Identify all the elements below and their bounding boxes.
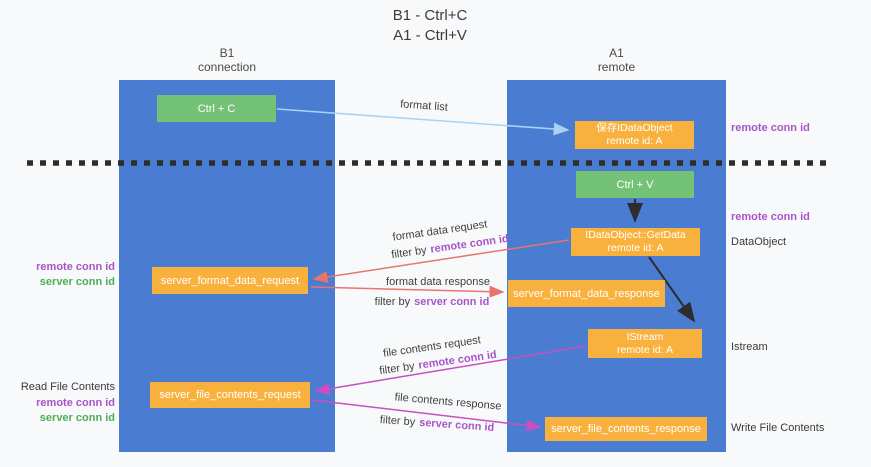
node-save-dataobject-line2: remote id: A bbox=[606, 135, 663, 147]
left-column-role: connection bbox=[197, 60, 257, 74]
arrow-format-list bbox=[276, 108, 570, 136]
left-label-server-conn-id-2: server conn id bbox=[39, 412, 115, 424]
arrow-format-data-request bbox=[312, 239, 570, 283]
node-save-dataobject-line1: 保存IDataObject bbox=[596, 122, 673, 134]
node-server-file-contents-request: server_file_contents_request bbox=[150, 382, 310, 408]
arrow-getdata-to-istream bbox=[648, 256, 696, 323]
node-format-request-label: server_format_data_request bbox=[160, 274, 300, 287]
left-column-header: B1 connection bbox=[119, 46, 335, 74]
node-server-format-data-response: server_format_data_response bbox=[508, 280, 665, 307]
node-ctrl-c-label: Ctrl + C bbox=[197, 102, 236, 115]
node-idataobject-getdata: IDataObject::GetData remote id: A bbox=[571, 228, 700, 256]
node-save-dataobject: 保存IDataObject remote id: A bbox=[575, 121, 694, 149]
right-label-dataobject: DataObject bbox=[731, 236, 787, 248]
title-line-2: A1 - Ctrl+V bbox=[393, 27, 467, 44]
node-ctrl-v: Ctrl + V bbox=[576, 171, 694, 198]
node-ctrl-v-label: Ctrl + V bbox=[616, 178, 654, 191]
title-line-1: B1 - Ctrl+C bbox=[392, 7, 468, 24]
node-istream: IStream remote id: A bbox=[588, 329, 702, 358]
right-column-name: A1 bbox=[609, 46, 624, 60]
diagram-title: B1 - Ctrl+C A1 - Ctrl+V bbox=[0, 6, 860, 46]
node-getdata-line1: IDataObject::GetData bbox=[585, 229, 686, 241]
node-server-format-data-request: server_format_data_request bbox=[152, 267, 308, 294]
node-format-response-label: server_format_data_response bbox=[513, 287, 660, 300]
node-file-request-label: server_file_contents_request bbox=[159, 389, 301, 401]
left-label-remote-conn-id-2: remote conn id bbox=[36, 397, 115, 409]
left-label-read-file-contents: Read File Contents bbox=[20, 381, 115, 393]
right-label-istream: Istream bbox=[731, 341, 768, 353]
filter-by-text: filter by bbox=[379, 414, 416, 429]
right-column-role: remote bbox=[597, 60, 636, 74]
node-getdata-line2: remote id: A bbox=[607, 242, 664, 254]
left-column-name: B1 bbox=[219, 46, 235, 60]
node-istream-line1: IStream bbox=[626, 330, 664, 343]
filter-by-text: filter by bbox=[374, 296, 411, 308]
arrow-file-contents-response bbox=[311, 399, 542, 432]
arrow-format-data-response bbox=[310, 285, 505, 298]
right-label-remote-conn-id-mid: remote conn id bbox=[731, 211, 810, 223]
right-label-remote-conn-id-top: remote conn id bbox=[731, 122, 810, 134]
right-column-header: A1 remote bbox=[507, 46, 726, 74]
node-server-file-contents-response: server_file_contents_response bbox=[545, 417, 707, 441]
arrow-file-contents-request bbox=[314, 345, 587, 395]
node-file-response-label: server_file_contents_response bbox=[551, 423, 701, 435]
left-label-server-conn-id-1: server conn id bbox=[39, 276, 115, 288]
label-format-data-response: format data response bbox=[386, 276, 490, 288]
node-ctrl-c: Ctrl + C bbox=[157, 95, 276, 122]
right-label-write-file-contents: Write File Contents bbox=[731, 422, 825, 434]
server-conn-id-text: server conn id bbox=[414, 296, 490, 308]
node-istream-line2: remote id: A bbox=[616, 343, 674, 356]
left-label-remote-conn-id-1: remote conn id bbox=[36, 261, 115, 273]
